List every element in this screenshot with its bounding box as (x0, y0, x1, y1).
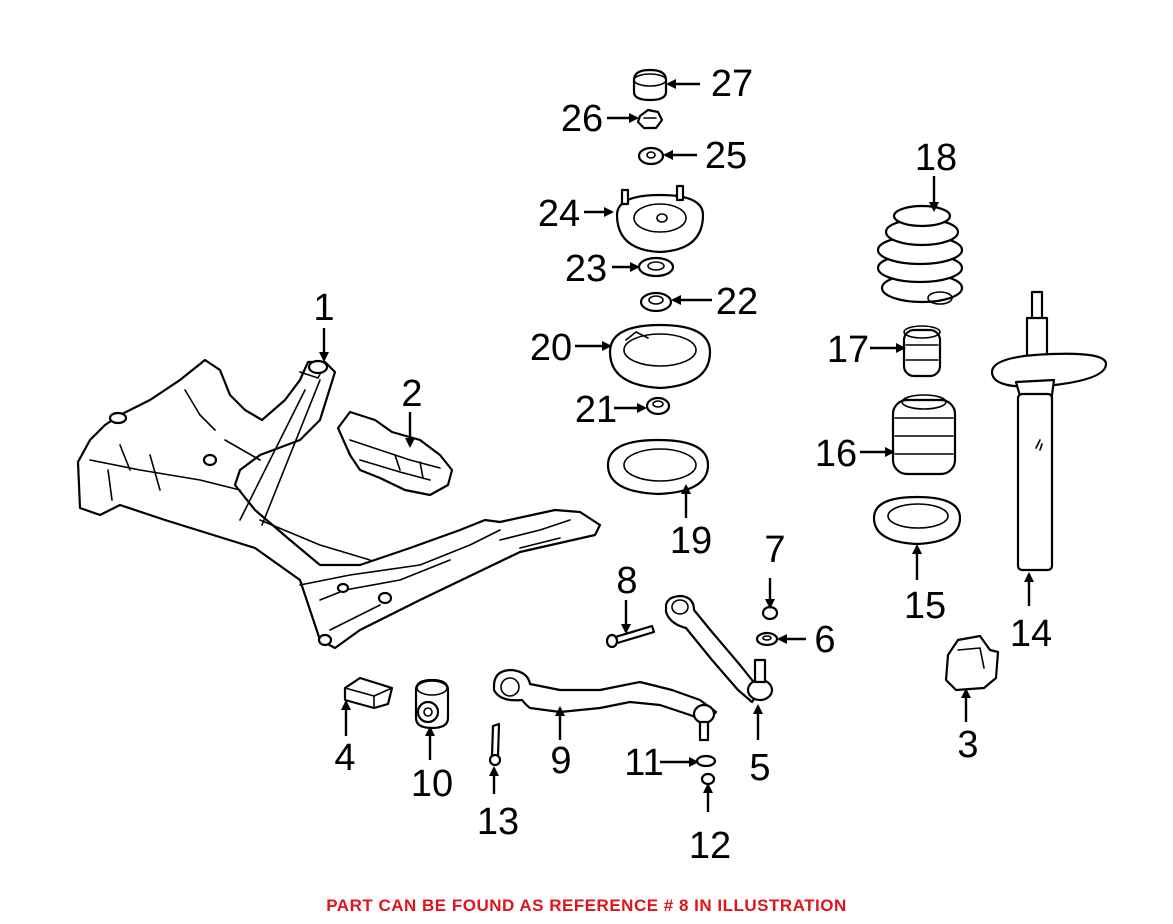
washer-11-part (695, 754, 717, 768)
upper-spring-seat-part (608, 323, 712, 390)
callout-15: 15 (904, 585, 946, 627)
callout-labels: 1 2 3 4 5 6 7 8 9 10 11 12 13 14 15 16 1… (313, 63, 1052, 867)
callout-17: 17 (827, 329, 869, 371)
nut-7-part (761, 605, 779, 621)
strut-assembly-part (990, 290, 1108, 572)
callout-11: 11 (624, 742, 663, 784)
bearing-ring-part (639, 291, 673, 313)
shield-bracket-part (336, 410, 454, 497)
callout-20: 20 (530, 327, 572, 369)
subframe-part (76, 358, 602, 650)
washer-part (637, 146, 665, 166)
strut-mount-part (615, 184, 705, 254)
leader-arrows (319, 79, 1034, 812)
bump-stop-cap-part (645, 396, 671, 416)
bolt-13-part (488, 722, 502, 767)
callout-14: 14 (1010, 613, 1052, 655)
bolt-part (605, 624, 656, 649)
mount-bracket-part (944, 634, 1000, 692)
callout-24: 24 (538, 193, 580, 235)
callout-2: 2 (401, 373, 422, 415)
dust-boot-part (891, 394, 957, 476)
spacer-ring-part (637, 256, 675, 278)
callout-8: 8 (616, 560, 637, 602)
lower-control-arm-part (492, 668, 718, 742)
cap-part (632, 68, 668, 102)
callout-23: 23 (565, 248, 607, 290)
coil-spring-part (876, 204, 964, 305)
callout-9: 9 (550, 740, 571, 782)
callout-10: 10 (411, 763, 453, 805)
spring-pad-part (606, 438, 710, 496)
callout-25: 25 (705, 135, 747, 177)
callout-19: 19 (670, 520, 712, 562)
washer-6-part (755, 631, 779, 647)
callout-3: 3 (957, 724, 978, 766)
bump-stop-part (902, 325, 942, 378)
callout-13: 13 (477, 801, 519, 843)
callout-18: 18 (915, 137, 957, 179)
lower-spring-seat-part (872, 495, 962, 546)
callout-7: 7 (764, 529, 785, 571)
callout-27: 27 (711, 63, 753, 105)
nut-12-part (700, 772, 716, 786)
callout-22: 22 (716, 281, 758, 323)
reference-caption: PART CAN BE FOUND AS REFERENCE # 8 IN IL… (326, 896, 847, 915)
callout-4: 4 (334, 737, 355, 779)
callout-12: 12 (689, 825, 731, 867)
bushing-part (414, 678, 450, 730)
upper-control-arm-part (664, 594, 774, 704)
callout-16: 16 (815, 433, 857, 475)
nut-part (636, 108, 664, 130)
callout-26: 26 (561, 98, 603, 140)
pad-block-part (343, 676, 394, 710)
callout-5: 5 (749, 747, 770, 789)
callout-1: 1 (313, 287, 334, 329)
callout-21: 21 (575, 389, 617, 431)
callout-6: 6 (814, 619, 835, 661)
